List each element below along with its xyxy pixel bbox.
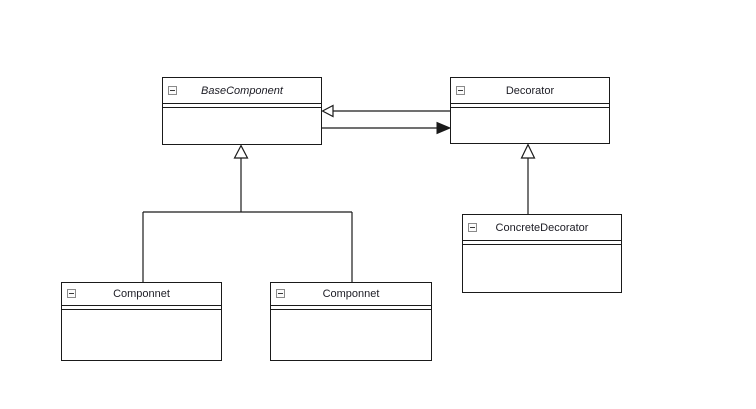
class-concrete-decorator[interactable]: ConcreteDecorator: [462, 214, 622, 293]
collapse-icon[interactable]: [168, 85, 177, 95]
collapse-icon[interactable]: [456, 85, 465, 95]
class-componnet-left[interactable]: Componnet: [61, 282, 222, 361]
collapse-icon[interactable]: [468, 222, 477, 232]
compartment-separator: [62, 306, 221, 310]
collapse-icon[interactable]: [276, 289, 285, 298]
class-attributes-compartment[interactable]: [62, 310, 221, 360]
minus-glyph: [170, 89, 175, 91]
class-attributes-compartment[interactable]: [163, 108, 321, 144]
class-title: BaseComponent: [201, 84, 283, 97]
class-title: Decorator: [505, 84, 555, 97]
hollow-triangle-arrowhead: [233, 144, 249, 159]
generalization-concretedecorator-to-decorator[interactable]: [520, 143, 536, 214]
compartment-separator: [463, 241, 621, 245]
class-attributes-compartment[interactable]: [463, 245, 621, 292]
compartment-separator: [451, 104, 609, 108]
hollow-triangle-arrowhead: [520, 143, 536, 159]
minus-glyph: [278, 293, 283, 294]
class-componnet-right[interactable]: Componnet: [270, 282, 432, 361]
class-title-bar: Componnet: [62, 283, 221, 306]
class-attributes-compartment[interactable]: [451, 108, 609, 143]
minus-glyph: [458, 89, 463, 91]
class-base-component[interactable]: BaseComponent: [162, 77, 322, 145]
hollow-arrowhead-left: [321, 104, 334, 118]
class-title: Componnet: [113, 288, 170, 300]
collapse-icon[interactable]: [67, 289, 76, 298]
class-title-bar: ConcreteDecorator: [463, 215, 621, 241]
class-title: ConcreteDecorator: [495, 221, 589, 234]
class-attributes-compartment[interactable]: [271, 310, 431, 360]
generalization-decorator-to-basecomponent[interactable]: [321, 104, 451, 118]
class-title: Componnet: [322, 288, 380, 300]
association-basecomponent-to-decorator[interactable]: [322, 121, 452, 135]
filled-arrowhead-right: [436, 121, 452, 135]
class-decorator[interactable]: Decorator: [450, 77, 610, 144]
class-title-bar: BaseComponent: [163, 78, 321, 104]
compartment-separator: [271, 306, 431, 310]
generalization-componnets-to-basecomponent[interactable]: [142, 144, 353, 282]
compartment-separator: [163, 104, 321, 108]
minus-glyph: [470, 226, 475, 228]
minus-glyph: [69, 293, 74, 294]
class-title-bar: Decorator: [451, 78, 609, 104]
class-title-bar: Componnet: [271, 283, 431, 306]
